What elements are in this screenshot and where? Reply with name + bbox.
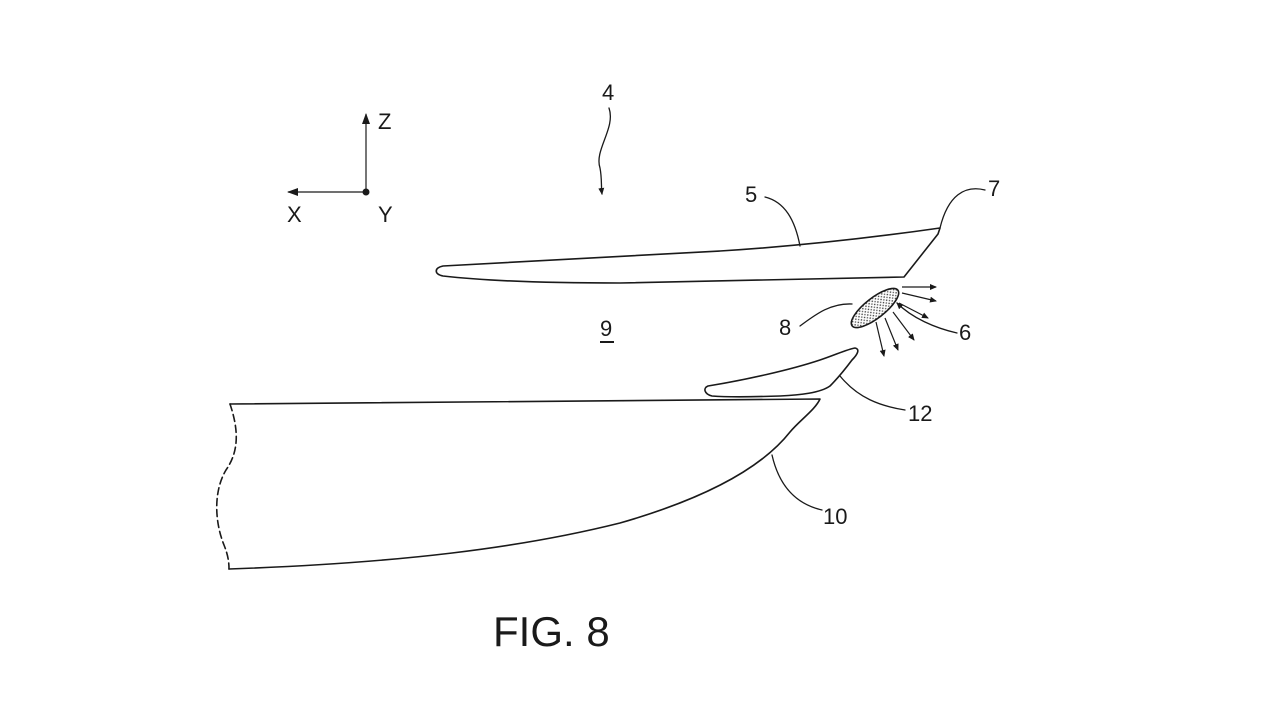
y-axis-origin-dot [362,188,370,196]
ref-label-7: 7 [988,176,1000,201]
nozzle-flow-arrows [875,284,937,357]
upper-element-outline [435,227,941,284]
ref-label-8: 8 [779,315,791,340]
flow-arrow [875,321,886,357]
ref-label-6: 6 [959,320,971,345]
ref-label-5: 5 [745,182,757,207]
main-wing-break-edge [215,403,238,570]
leader-6 [896,302,958,334]
flow-arrow [898,302,929,319]
flow-arrow [901,292,937,303]
leader-10 [771,454,823,511]
ref-label-4: 4 [602,80,614,105]
nozzle-body-ellipse [850,287,900,329]
figure-caption: FIG. 8 [493,608,610,655]
leader-5 [764,196,801,247]
leader-8 [799,303,853,327]
assembly-leader-arrow [598,107,611,195]
ref-label-12: 12 [908,401,932,426]
ref-label-9: 9 [600,316,612,341]
flow-arrow [884,317,899,351]
x-axis-label: X [287,202,302,227]
assembly-reference: 4 [598,80,614,195]
z-axis-label: Z [378,109,391,134]
coordinate-axes: Z X Y [287,109,393,227]
ref-label-10: 10 [823,504,847,529]
leader-12 [839,375,906,411]
flow-arrow [892,311,915,341]
main-wing-outline [228,398,821,570]
y-axis-label: Y [378,202,393,227]
slot-element-outline [704,347,859,398]
leader-7 [939,188,986,229]
